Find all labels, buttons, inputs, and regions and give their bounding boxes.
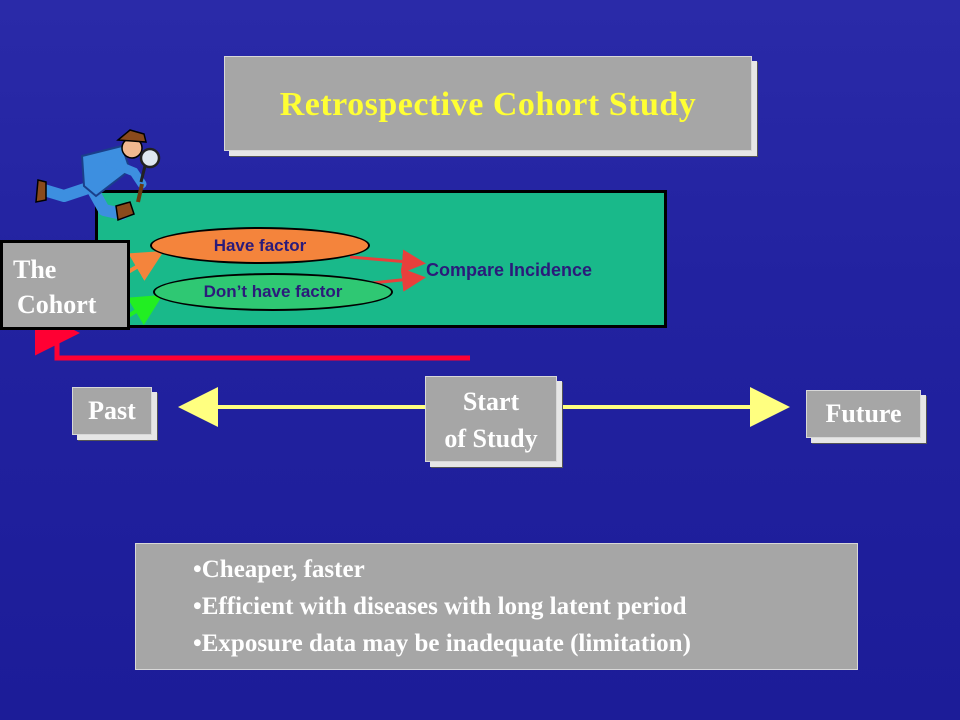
arrow-to-dont-have-factor [126,294,163,326]
have-factor-oval: Have factor [150,227,370,264]
future-label: Future [825,399,902,428]
detective-with-magnifying-glass-icon [35,129,161,222]
cohort-label-line2: Cohort [17,290,97,319]
cohort-box: The Cohort [0,240,130,330]
cohort-label-line1: The [13,255,57,284]
bullet-item: •Cheaper, faster [193,556,365,583]
dont-have-factor-oval: Don’t have factor [153,273,393,311]
page-title: Retrospective Cohort Study [279,86,697,123]
start-of-study-box: Start of Study [425,376,557,462]
past-box: Past [72,387,152,435]
bullet-item: •Efficient with diseases with long laten… [193,593,687,620]
start-label-line2: of Study [444,424,538,453]
arrow-dont-to-compare [371,267,426,292]
compare-incidence-label: Compare Incidence [426,260,593,280]
arrow-to-have-factor [126,250,164,281]
notes-box: •Cheaper, faster •Efficient with disease… [135,543,858,670]
past-label: Past [88,396,136,425]
retrospective-arrow [35,310,470,361]
start-label-line1: Start [462,387,520,416]
title-box: Retrospective Cohort Study [224,56,752,151]
bullet-item: •Exposure data may be inadequate (limita… [193,630,691,657]
future-box: Future [806,390,921,438]
arrow-have-to-compare [349,249,426,274]
